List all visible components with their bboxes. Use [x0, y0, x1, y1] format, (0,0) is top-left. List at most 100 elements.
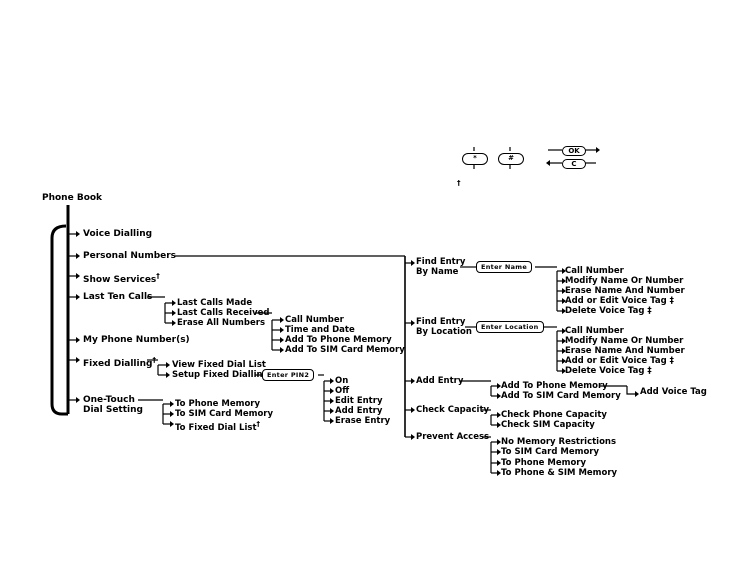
menu-fixed-dialling: Fixed Dialling†	[83, 355, 156, 369]
prevent-sim: To SIM Card Memory	[501, 447, 600, 457]
arrow-head-icon	[562, 278, 566, 284]
arrow-head-icon	[76, 231, 80, 237]
root-title: Phone Book	[42, 193, 103, 203]
arrow-head-icon	[562, 338, 566, 344]
loc-call-number: Call Number	[565, 326, 624, 336]
menu-personal-numbers: Personal Numbers	[83, 251, 177, 261]
find-by-name-2: By Name	[416, 267, 459, 277]
prevent-phone-sim: To Phone & SIM Memory	[501, 468, 618, 478]
arrow-head-icon	[170, 411, 174, 417]
arrow-head-icon	[497, 449, 501, 455]
menu-last-ten-calls: Last Ten Calls	[83, 292, 153, 302]
enter-location-box: Enter Location	[476, 321, 544, 333]
arrow-head-icon	[497, 460, 501, 466]
arrow-head-icon	[411, 320, 415, 326]
pin2-on: On	[335, 376, 349, 386]
star-key-label: *	[473, 154, 477, 162]
add-entry: Add Entry	[416, 376, 464, 386]
legend-dagger: †	[457, 179, 461, 187]
ok-key: OK	[562, 146, 586, 156]
no-memory-restrictions: No Memory Restrictions	[501, 437, 617, 447]
arrow-head-icon	[562, 358, 566, 364]
pin2-add-entry: Add Entry	[335, 406, 383, 416]
menu-one-touch: One-Touch	[83, 395, 135, 405]
arrow-head-icon	[76, 337, 80, 343]
arrow-head-icon	[172, 310, 176, 316]
arrow-head-icon	[411, 378, 415, 384]
arrow-head-icon	[562, 268, 566, 274]
fixed-dial-list-label: To Fixed Dial List	[175, 422, 257, 433]
pin2-erase-entry: Erase Entry	[335, 416, 391, 426]
arrow-head-icon	[280, 337, 284, 343]
arrow-head-icon	[280, 327, 284, 333]
arrow-head-icon	[635, 391, 639, 397]
view-fixed-dial-list: View Fixed Dial List	[172, 360, 266, 370]
find-by-location-1: Find Entry	[416, 317, 466, 327]
delete-tag-label: Delete Voice Tag	[565, 306, 645, 316]
arrow-head-icon	[76, 357, 80, 363]
double-dagger-mark: ‡	[647, 366, 652, 376]
double-dagger-mark: ‡	[669, 296, 674, 306]
nav-hash-key: #	[498, 153, 524, 165]
menu-dial-setting: Dial Setting	[83, 405, 143, 415]
arrow-head-icon	[411, 407, 415, 413]
check-sim-capacity: Check SIM Capacity	[501, 420, 595, 430]
received-call-number: Call Number	[285, 315, 344, 325]
arrow-head-icon	[170, 401, 174, 407]
fixed-dialling-label: Fixed Dialling	[83, 359, 153, 369]
arrow-head-icon	[562, 348, 566, 354]
show-services-label: Show Services	[83, 275, 157, 285]
arrow-head-icon	[76, 294, 80, 300]
menu-my-phone-numbers: My Phone Number(s)	[83, 335, 190, 345]
arrow-head-icon	[166, 372, 170, 378]
arrow-head-icon	[497, 412, 501, 418]
arrow-head-icon	[596, 147, 600, 153]
arrow-head-icon	[76, 273, 80, 279]
find-by-name-1: Find Entry	[416, 257, 466, 267]
loc-erase: Erase Name And Number	[565, 346, 685, 356]
arrow-head-icon	[411, 260, 415, 266]
add-voice-tag: Add Voice Tag	[640, 387, 707, 397]
menu-show-services: Show Services†	[83, 271, 160, 285]
arrow-head-icon	[562, 368, 566, 374]
name-modify: Modify Name Or Number	[565, 276, 684, 286]
received-time-date: Time and Date	[285, 325, 355, 335]
pin2-off: Off	[335, 386, 350, 396]
arrow-head-icon	[497, 470, 501, 476]
enter-pin2-box: Enter PIN2	[262, 369, 315, 381]
arrow-head-icon	[76, 397, 80, 403]
arrow-head-icon	[546, 160, 550, 166]
double-dagger-mark: ‡	[647, 306, 652, 316]
loc-delete-tag: Delete Voice Tag ‡	[565, 366, 652, 376]
arrow-head-icon	[411, 434, 415, 440]
c-key-label: C	[571, 160, 577, 168]
menu-voice-dialling: Voice Dialling	[83, 229, 153, 239]
pin2-edit-entry: Edit Entry	[335, 396, 383, 406]
arrow-head-icon	[330, 398, 334, 404]
prevent-phone: To Phone Memory	[501, 458, 587, 468]
dagger-mark: †	[156, 272, 160, 280]
check-capacity: Check Capacity	[416, 405, 490, 415]
arrow-head-icon	[562, 288, 566, 294]
arrow-head-icon	[172, 320, 176, 326]
arrow-head-icon	[497, 393, 501, 399]
dagger-mark: †	[152, 356, 156, 364]
loc-modify: Modify Name Or Number	[565, 336, 684, 346]
double-dagger-mark: ‡	[669, 356, 674, 366]
hash-key-label: #	[508, 154, 514, 162]
ok-key-label: OK	[568, 147, 580, 155]
nav-left-right-key: *	[462, 153, 488, 165]
arrow-head-icon	[330, 408, 334, 414]
voice-tag-label: Add or Edit Voice Tag	[565, 296, 667, 306]
loc-voice-tag: Add or Edit Voice Tag ‡	[565, 356, 674, 366]
arrow-head-icon	[330, 378, 334, 384]
add-to-sim: Add To SIM Card Memory	[501, 391, 621, 401]
arrow-head-icon	[166, 362, 170, 368]
arrow-head-icon	[562, 328, 566, 334]
arrow-head-icon	[76, 253, 80, 259]
arrow-head-icon	[562, 298, 566, 304]
arrow-head-icon	[497, 383, 501, 389]
c-key: C	[562, 159, 586, 169]
add-to-phone: Add To Phone Memory	[501, 381, 608, 391]
